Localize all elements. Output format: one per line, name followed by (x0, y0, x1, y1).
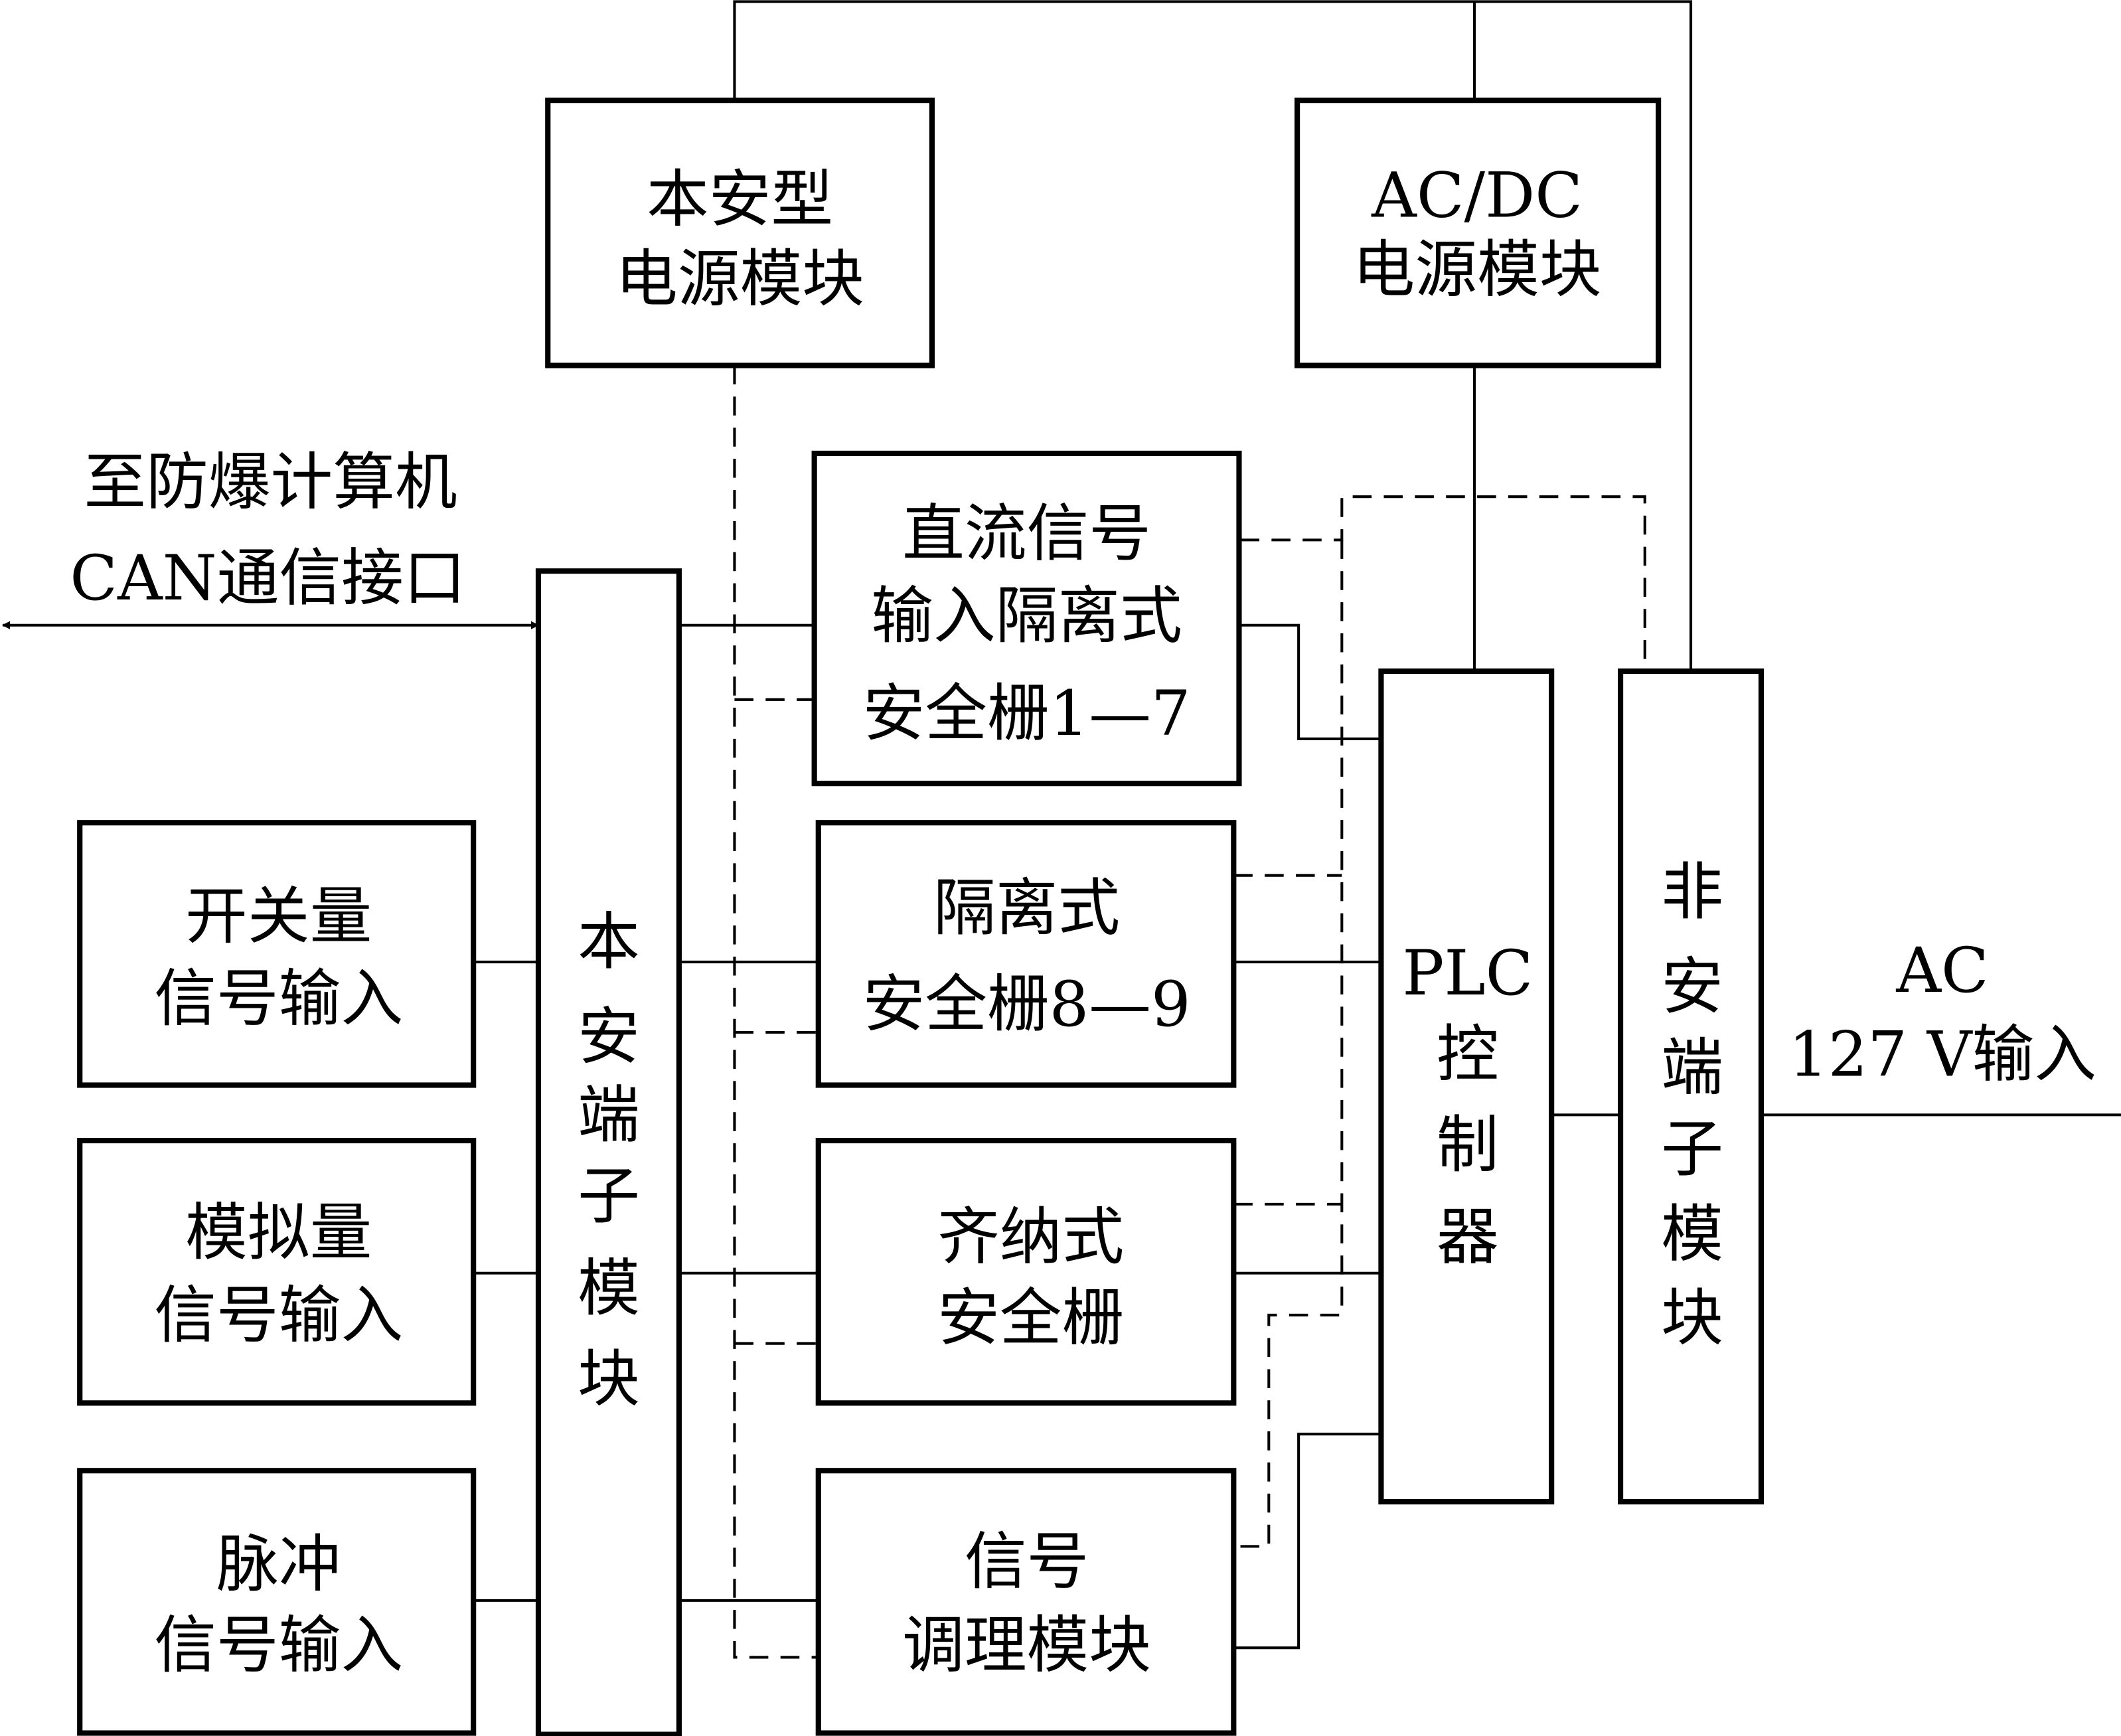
block-label: 器 (1437, 1201, 1499, 1273)
block-iso-barrier: 隔离式 安全栅8—9 (815, 820, 1237, 1088)
block-signal-conditioning: 信号 调理模块 (815, 1468, 1237, 1736)
block-label: 电源模块 (615, 244, 864, 316)
power-wires (733, 0, 1693, 672)
block-label: 齐纳式 (937, 1201, 1124, 1273)
block-plc: PLC 控 制 器 (1378, 668, 1555, 1505)
block-label: 本 (578, 906, 640, 979)
block-label: 端 (1661, 1032, 1723, 1105)
block-label: 模 (1661, 1198, 1723, 1271)
block-intrinsic-power: 本安型 电源模块 (545, 98, 935, 368)
block-label: 信号输入 (154, 1610, 403, 1682)
block-analog-input: 模拟量 信号输入 (77, 1138, 477, 1406)
block-label: 端 (578, 1079, 640, 1152)
block-label: 子 (578, 1160, 640, 1233)
block-nonis-terminal: 非 安 端 子 模 块 (1618, 668, 1765, 1505)
dashed-right-loop (1240, 495, 1646, 672)
block-label: 脉冲 (216, 1528, 341, 1601)
block-label: 模拟量 (185, 1197, 372, 1269)
can-interface-label: 至防爆计算机 (84, 446, 457, 518)
block-label: 非 (1661, 856, 1723, 929)
block-label: 信号输入 (154, 963, 403, 1036)
block-label: 安全栅1—7 (862, 678, 1190, 750)
block-label: 块 (1661, 1283, 1723, 1355)
block-label: 安全栅 (937, 1283, 1124, 1355)
dashed-bus (733, 365, 1646, 1659)
block-dc-barrier: 直流信号 输入隔离式 安全栅1—7 (811, 450, 1242, 787)
dc-barrier-to-plc (1240, 623, 1381, 740)
block-label: 模 (578, 1253, 640, 1325)
block-label: 调理模块 (902, 1610, 1151, 1682)
block-label: 安 (1661, 951, 1723, 1023)
block-label: 安全栅8—9 (862, 969, 1190, 1041)
block-switch-input: 开关量 信号输入 (77, 820, 477, 1088)
block-label: 制 (1437, 1109, 1499, 1182)
signal-wires (1, 621, 2121, 1650)
block-label: 开关量 (185, 880, 372, 953)
block-is-terminal: 本 安 端 子 模 块 (535, 568, 682, 1736)
block-label: 电源模块 (1353, 234, 1602, 306)
block-label: 本安型 (647, 163, 833, 236)
block-label: 控 (1437, 1018, 1499, 1091)
block-label: 信号 (965, 1526, 1089, 1598)
block-label: PLC (1402, 937, 1533, 1010)
top-bus-wire (733, 0, 1693, 672)
signal-cond-to-plc (1233, 1433, 1381, 1650)
block-label: AC/DC (1371, 159, 1583, 232)
block-label: 信号输入 (154, 1280, 403, 1352)
block-pulse-input: 脉冲 信号输入 (77, 1468, 477, 1736)
block-acdc-power: AC/DC 电源模块 (1295, 98, 1662, 368)
block-label: 直流信号 (902, 498, 1151, 570)
ac-input-label: AC (1895, 935, 1988, 1007)
block-zener-barrier: 齐纳式 安全栅 (815, 1138, 1237, 1406)
block-label: 安 (578, 1001, 640, 1073)
block-label: 隔离式 (933, 872, 1120, 945)
block-label: 输入隔离式 (871, 580, 1182, 653)
block-label: 子 (1661, 1113, 1723, 1186)
can-interface-label: CAN通信接口 (70, 542, 465, 615)
is-power-dashed-trunk (733, 365, 819, 1659)
dashed-right-trunk (1233, 540, 1344, 1548)
block-label: 块 (578, 1343, 640, 1415)
ac-input-label: 127 V输入 (1788, 1018, 2096, 1091)
